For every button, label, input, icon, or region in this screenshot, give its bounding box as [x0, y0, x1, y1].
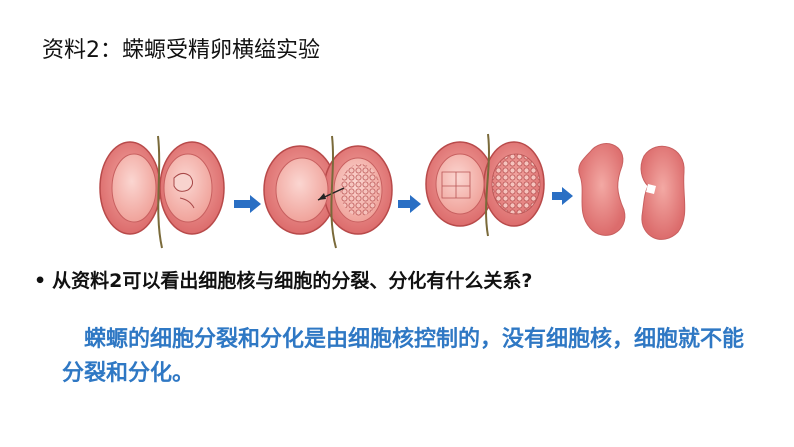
experiment-figure [99, 133, 686, 249]
arrow-3 [552, 187, 573, 205]
page-title: 资料2：蝾螈受精卵横缢实验 [42, 38, 320, 63]
bullet: • [34, 270, 47, 292]
arrow-1 [234, 195, 261, 213]
stage-4-embryos [578, 143, 686, 240]
answer-text: 蝾螈的细胞分裂和分化是由细胞核控制的，没有细胞核，细胞就不能分裂和分化。 [62, 326, 745, 386]
arrow-2 [398, 195, 421, 213]
stage-1-egg [99, 135, 225, 249]
question: •从资料2可以看出细胞核与细胞的分裂、分化有什么关系? [34, 266, 532, 293]
question-text: 从资料2可以看出细胞核与细胞的分裂、分化有什么关系? [52, 270, 533, 292]
stage-3-egg [425, 133, 545, 237]
stage-2-egg [263, 135, 393, 249]
answer: 蝾螈的细胞分裂和分化是由细胞核控制的，没有细胞核，细胞就不能分裂和分化。 [62, 322, 762, 390]
